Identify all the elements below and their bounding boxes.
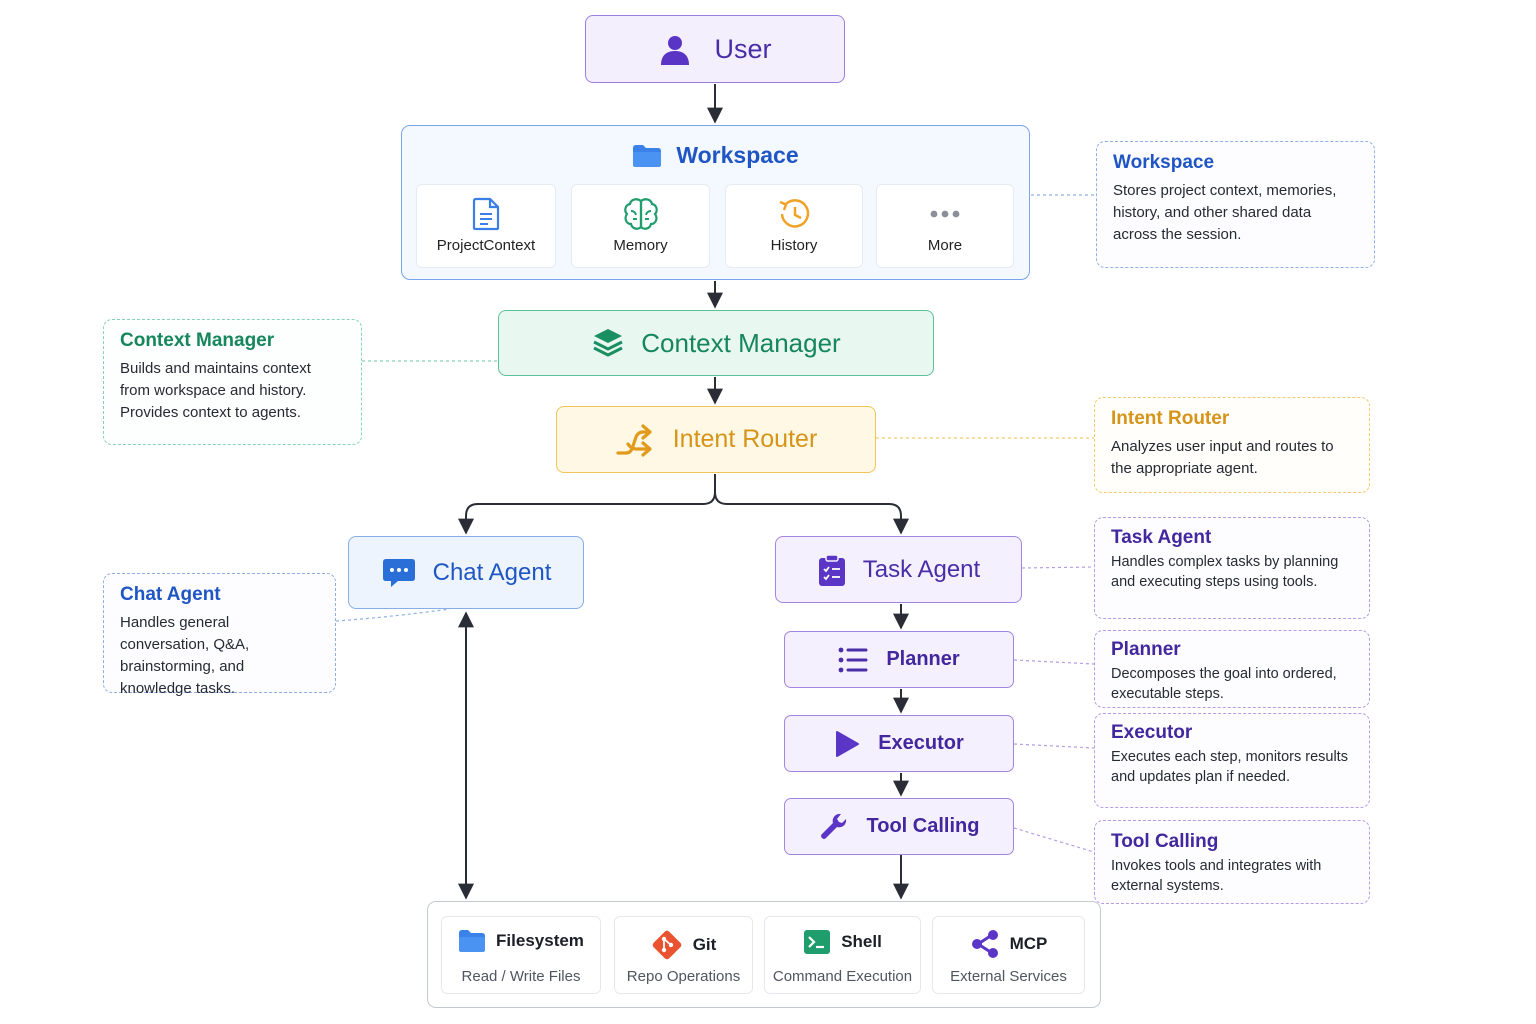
chat-agent-note: Chat Agent Handles general conversation,… <box>103 573 336 697</box>
workspace-note: Workspace Stores project context, memori… <box>1096 141 1375 268</box>
wrench-icon <box>820 813 846 839</box>
arrow-router-to-chat <box>458 474 716 535</box>
task-agent-label: Task Agent <box>862 555 981 583</box>
note-desc: Decomposes the goal into ordered, execut… <box>1111 666 1337 702</box>
workspace-item-memory[interactable]: Memory <box>571 184 710 268</box>
tool-desc: Read / Write Files <box>461 968 581 985</box>
clipboard-icon <box>818 553 845 586</box>
note-title: Planner <box>1111 639 1181 660</box>
tools-panel: Filesystem Read / Write Files Git Repo O… <box>427 901 1101 1008</box>
tool-card-shell[interactable]: Shell Command Execution <box>764 916 921 994</box>
workspace-title: Workspace <box>676 142 799 168</box>
context-manager-node[interactable]: Context Manager <box>498 310 934 376</box>
chat-agent-label: Chat Agent <box>432 558 552 586</box>
tool-name: Shell <box>841 932 882 951</box>
dash-planner-note <box>1013 659 1095 665</box>
tool-desc: Repo Operations <box>626 968 741 985</box>
workspace-item-label: Memory <box>613 237 668 254</box>
note-desc: Analyzes user input and routes to the ap… <box>1111 438 1334 477</box>
share-icon <box>971 930 998 958</box>
intent-router-node[interactable]: Intent Router <box>556 406 876 473</box>
tool-calling-note: Tool Calling Invokes tools and integrate… <box>1094 820 1370 904</box>
tool-card-filesystem[interactable]: Filesystem Read / Write Files <box>441 916 601 994</box>
context-manager-label: Context Manager <box>641 327 841 358</box>
note-title: Executor <box>1111 722 1193 743</box>
intent-router-note: Intent Router Analyzes user input and ro… <box>1094 397 1370 493</box>
user-node[interactable]: User <box>585 15 845 83</box>
arrow-router-to-task <box>714 491 909 535</box>
task-agent-node[interactable]: Task Agent <box>775 536 1022 603</box>
chat-bubble-icon <box>382 558 415 587</box>
note-desc: Executes each step, monitors results and… <box>1111 749 1348 785</box>
executor-label: Executor <box>878 732 964 754</box>
play-icon <box>836 730 860 757</box>
workspace-item-label: History <box>770 237 818 254</box>
user-icon <box>661 36 690 65</box>
note-title: Task Agent <box>1111 527 1212 548</box>
more-dots-icon <box>930 210 960 218</box>
folder-icon <box>459 930 486 952</box>
layers-icon <box>593 329 623 357</box>
user-label: User <box>714 33 772 64</box>
workspace-item-label: ProjectContext <box>436 237 536 254</box>
tool-card-mcp[interactable]: MCP External Services <box>932 916 1085 994</box>
dash-executor-note <box>1013 743 1095 749</box>
dash-task-note <box>1021 566 1095 569</box>
tool-calling-node[interactable]: Tool Calling <box>784 798 1014 855</box>
chat-agent-node[interactable]: Chat Agent <box>348 536 584 609</box>
workspace-panel[interactable]: Workspace ProjectContext Memory History <box>401 125 1030 280</box>
tool-name: Filesystem <box>496 931 584 950</box>
history-icon <box>779 199 810 228</box>
note-title: Intent Router <box>1111 408 1230 429</box>
task-agent-note: Task Agent Handles complex tasks by plan… <box>1094 517 1370 619</box>
planner-note: Planner Decomposes the goal into ordered… <box>1094 630 1370 708</box>
tool-desc: Command Execution <box>772 968 913 985</box>
planner-label: Planner <box>886 648 960 670</box>
note-desc: Builds and maintains context from worksp… <box>120 360 311 421</box>
tool-calling-label: Tool Calling <box>866 815 980 837</box>
context-manager-note: Context Manager Builds and maintains con… <box>103 319 362 445</box>
workspace-item-more[interactable]: More <box>876 184 1014 268</box>
list-icon <box>838 647 868 672</box>
executor-note: Executor Executes each step, monitors re… <box>1094 713 1370 808</box>
tool-desc: External Services <box>950 968 1067 985</box>
terminal-icon <box>804 930 831 954</box>
note-title: Chat Agent <box>120 584 221 605</box>
folder-icon <box>633 144 662 167</box>
git-icon <box>652 930 682 960</box>
brain-icon <box>623 198 658 230</box>
tool-name: Git <box>692 935 717 954</box>
tool-name: MCP <box>1009 934 1048 953</box>
note-title: Workspace <box>1113 152 1215 173</box>
workspace-item-projectcontext[interactable]: ProjectContext <box>416 184 556 268</box>
dash-toolcalling-note <box>1013 827 1095 853</box>
dash-chat-note <box>335 608 451 622</box>
note-desc: Stores project context, memories, histor… <box>1113 182 1337 243</box>
route-split-icon <box>616 423 652 457</box>
executor-node[interactable]: Executor <box>784 715 1014 772</box>
workspace-item-label: More <box>927 237 963 254</box>
note-title: Context Manager <box>120 330 275 351</box>
note-desc: Handles complex tasks by planning and ex… <box>1111 554 1339 590</box>
planner-node[interactable]: Planner <box>784 631 1014 688</box>
note-title: Tool Calling <box>1111 831 1219 852</box>
workspace-item-history[interactable]: History <box>725 184 863 268</box>
document-icon <box>472 197 500 231</box>
note-desc: Invokes tools and integrates with extern… <box>1111 858 1322 894</box>
intent-router-label: Intent Router <box>672 425 818 453</box>
tool-card-git[interactable]: Git Repo Operations <box>614 916 753 994</box>
note-desc: Handles general conversation, Q&A, brain… <box>120 614 250 697</box>
